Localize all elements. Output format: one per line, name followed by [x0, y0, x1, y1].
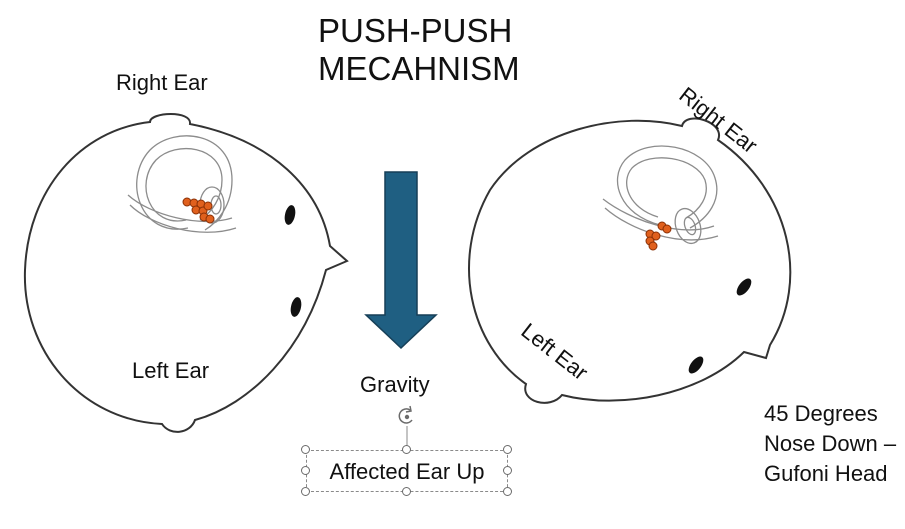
resize-handle-bottom-left[interactable]	[301, 487, 310, 496]
right-otoconia-cluster	[645, 221, 672, 251]
left-head-eye-upper	[284, 205, 296, 225]
gravity-arrow	[364, 171, 438, 350]
left-head	[23, 113, 349, 433]
resize-handle-bottom-right[interactable]	[503, 487, 512, 496]
right-head	[468, 117, 792, 404]
diagram-title: PUSH-PUSH MECAHNISM	[318, 12, 520, 88]
title-line-1: PUSH-PUSH	[318, 12, 513, 49]
left-head-outline	[23, 113, 349, 433]
right-head-eye-upper	[736, 278, 752, 296]
resize-handle-top-middle[interactable]	[402, 445, 411, 454]
left-head-left-ear-label: Left Ear	[132, 358, 210, 383]
left-otoconia-cluster	[182, 197, 215, 224]
resize-handle-top-left[interactable]	[301, 445, 310, 454]
left-head-right-ear-label: Right Ear	[116, 70, 208, 95]
resize-handle-bottom-middle[interactable]	[402, 487, 411, 496]
rotate-handle-icon[interactable]	[398, 405, 413, 424]
gravity-label: Gravity	[360, 372, 430, 397]
right-head-eye-lower	[688, 356, 704, 374]
right-head-outline	[468, 117, 792, 404]
affected-ear-text[interactable]: Affected Ear Up	[329, 459, 485, 484]
affected-ear-textbox[interactable]: Affected Ear Up	[306, 450, 508, 492]
resize-handle-middle-right[interactable]	[503, 466, 512, 475]
left-head-eye-lower	[290, 297, 302, 317]
resize-handle-top-right[interactable]	[503, 445, 512, 454]
title-line-2: MECAHNISM	[318, 50, 520, 87]
resize-handle-middle-left[interactable]	[301, 466, 310, 475]
position-note: 45 Degrees Nose Down – Gufoni Head	[764, 401, 897, 486]
